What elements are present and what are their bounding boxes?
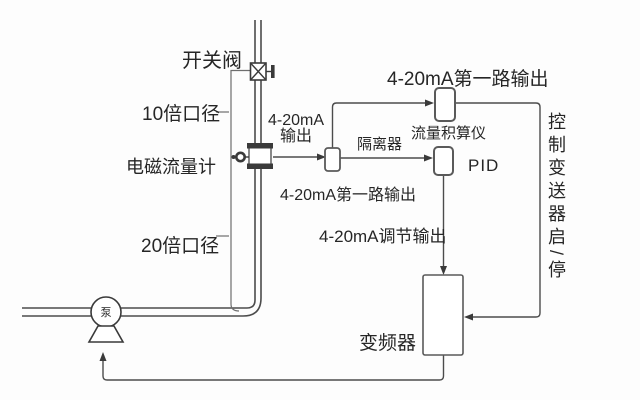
pump-icon: 泵 bbox=[87, 296, 125, 343]
signal-lines bbox=[102, 102, 541, 381]
label-pid: PID bbox=[468, 156, 500, 175]
arrow-into-vfd-top bbox=[440, 266, 447, 275]
label-ma-output-line1: 4-20mA bbox=[267, 112, 325, 129]
output1-box bbox=[434, 87, 456, 122]
label-regulating-output: 4-20mA调节输出 bbox=[319, 227, 447, 246]
totalizer-pid-box bbox=[433, 146, 454, 176]
line-vfd-to-pump bbox=[102, 355, 445, 381]
shutoff-valve-icon bbox=[249, 62, 275, 81]
label-first-output-top: 4-20mA第一路输出 bbox=[387, 69, 549, 90]
arrow-into-pid-box bbox=[424, 154, 433, 162]
process-pipe bbox=[22, 20, 262, 317]
label-ma-output-line2: 输出 bbox=[279, 128, 312, 145]
label-isolator: 隔离器 bbox=[357, 136, 403, 153]
label-flowmeter: 电磁流量计 bbox=[126, 157, 216, 177]
label-downstream-run: 20倍口径 bbox=[141, 236, 220, 257]
label-shutoff-valve: 开关阀 bbox=[182, 50, 242, 72]
pump-label: 泵 bbox=[101, 306, 112, 319]
arrowheads bbox=[99, 99, 473, 361]
dimension-line bbox=[216, 69, 250, 312]
arrow-into-vfd-side bbox=[464, 313, 473, 321]
isolator-box bbox=[324, 147, 341, 172]
arrow-into-pump bbox=[99, 352, 107, 361]
arrow-into-output1 bbox=[425, 99, 434, 107]
label-ma-output: 4-20mA 输出 bbox=[257, 113, 335, 145]
label-upstream-run: 10倍口径 bbox=[142, 104, 221, 125]
arrow-into-isolator bbox=[317, 153, 326, 161]
label-vfd: 变频器 bbox=[359, 333, 417, 354]
label-first-output-mid: 4-20mA第一路输出 bbox=[280, 187, 417, 204]
label-start-stop: 控制变送器启/停 bbox=[546, 112, 566, 284]
line-isolator-to-output1 bbox=[331, 102, 425, 148]
vfd-box bbox=[422, 274, 464, 356]
instrument-boxes bbox=[324, 87, 464, 356]
line-output1-to-vfd bbox=[455, 102, 541, 318]
flowmeter-icon bbox=[231, 143, 273, 169]
label-flow-totalizer: 流量积算仪 bbox=[411, 125, 487, 142]
